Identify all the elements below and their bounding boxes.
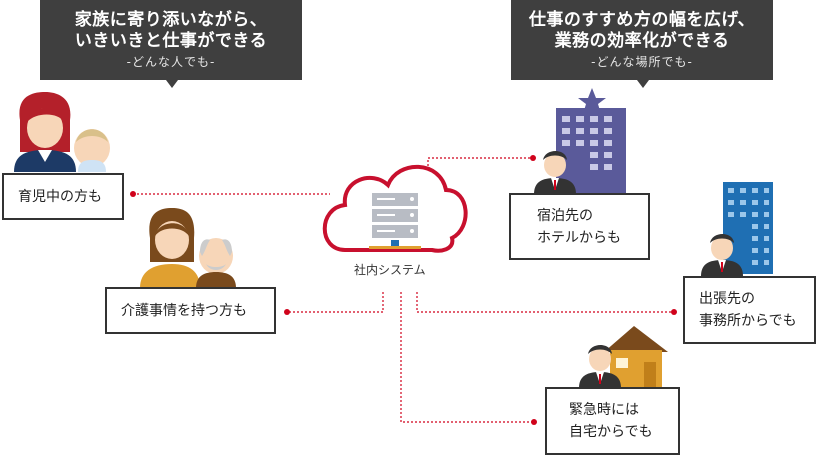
label-hotel: 宿泊先の ホテルからも <box>509 193 650 260</box>
label-nursing-text: 介護事情を持つ方も <box>121 302 247 319</box>
cloud-server-icon <box>322 164 468 253</box>
label-home-line1: 緊急時には <box>569 402 639 418</box>
label-home-line2: 自宅からでも <box>569 424 653 440</box>
label-business-trip-line1: 出張先の <box>699 291 755 307</box>
connector-home <box>400 292 534 423</box>
hotel-building-icon <box>556 88 626 194</box>
house-icon <box>604 326 668 388</box>
connector-business-trip <box>416 292 674 313</box>
callout-right-line2: 業務の効率化ができる <box>554 31 730 51</box>
label-home: 緊急時には 自宅からでも <box>545 387 680 455</box>
connector-nursing <box>287 292 384 313</box>
callout-left-line2: いきいきと仕事ができる <box>74 31 268 51</box>
label-hotel-line2: ホテルからも <box>537 229 621 246</box>
connector-lines <box>133 157 674 423</box>
businessman-office-icon <box>701 234 743 276</box>
connector-dots <box>130 155 677 425</box>
label-business-trip-line2: 事務所からでも <box>699 313 797 329</box>
businessman-home-icon <box>579 345 621 388</box>
office-building-icon <box>723 182 773 274</box>
callout-right-sub: -どんな場所でも- <box>591 55 693 69</box>
connector-hotel <box>427 157 533 170</box>
mother-baby-icon <box>14 92 110 172</box>
label-nursing: 介護事情を持つ方も <box>105 287 276 334</box>
callout-left-sub: -どんな人でも- <box>126 55 216 69</box>
callout-right-line1: 仕事のすすめ方の幅を広げ、 <box>528 10 756 30</box>
label-childcare: 育児中の方も <box>2 173 124 220</box>
label-hotel-line1: 宿泊先の <box>537 207 593 224</box>
callout-right: 仕事のすすめ方の幅を広げ、 業務の効率化ができる -どんな場所でも- <box>511 0 773 88</box>
label-business-trip: 出張先の 事務所からでも <box>683 276 816 344</box>
callout-left-line1: 家族に寄り添いながら、 <box>74 10 268 30</box>
label-childcare-text: 育児中の方も <box>18 188 102 205</box>
caregiver-elderly-icon <box>140 208 236 288</box>
callout-left: 家族に寄り添いながら、 いきいきと仕事ができる -どんな人でも- <box>40 0 302 88</box>
internal-system-label: 社内システム <box>354 263 426 277</box>
businessman-hotel-icon <box>534 151 576 194</box>
